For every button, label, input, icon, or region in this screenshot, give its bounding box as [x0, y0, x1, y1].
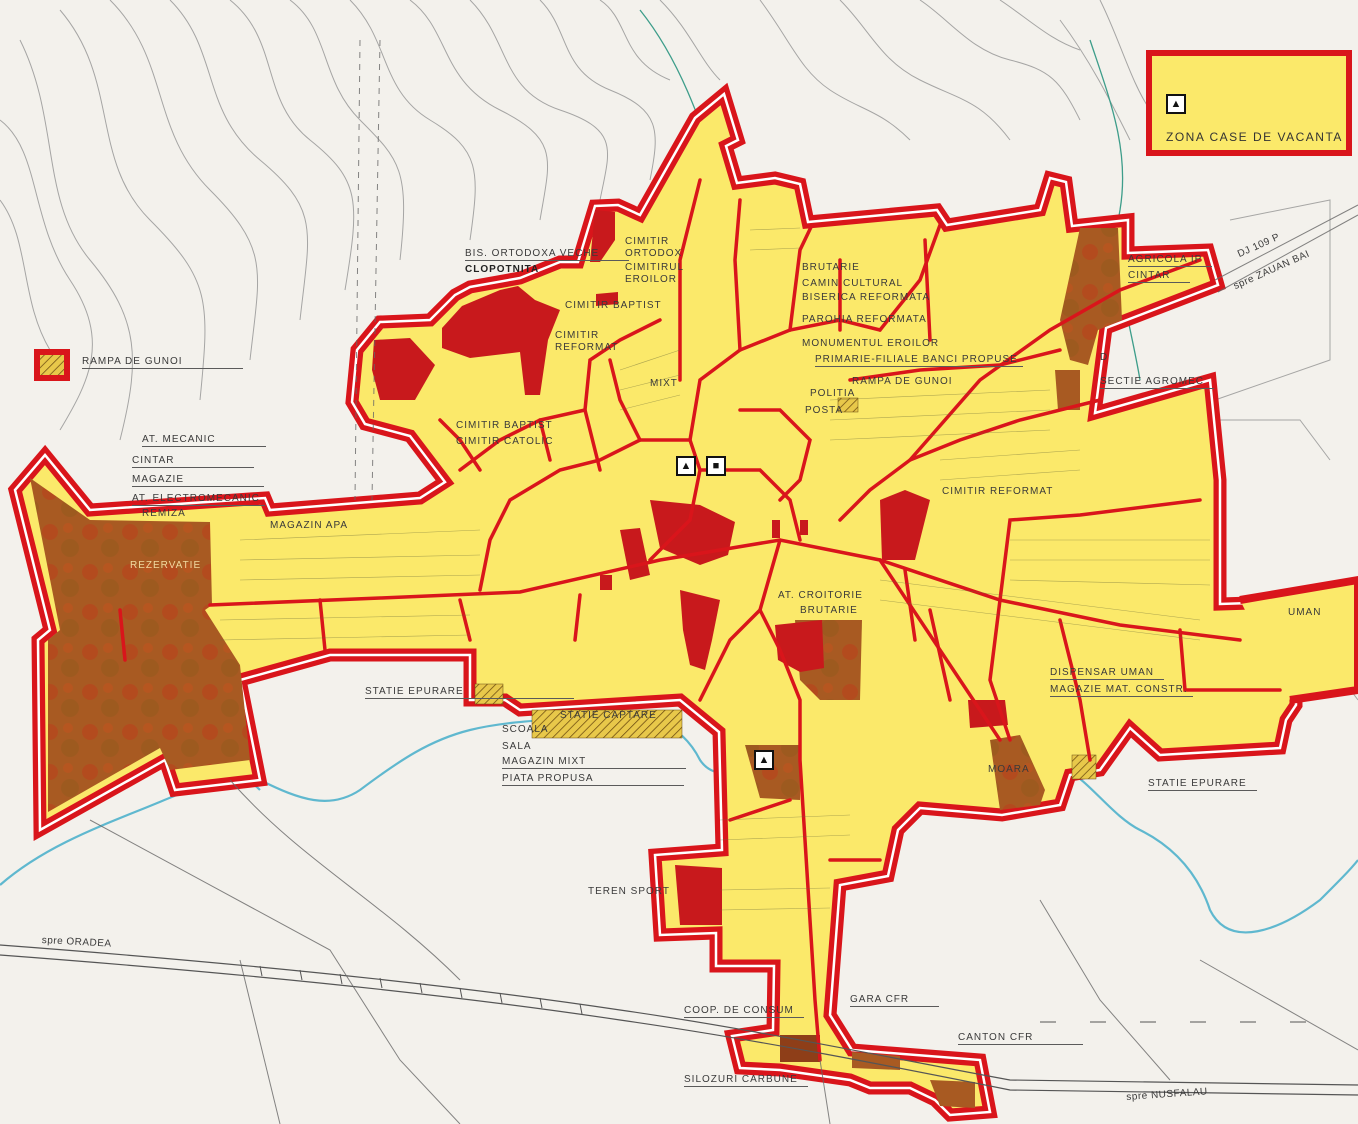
label-moara: MOARA [988, 764, 1030, 775]
label-bis-ortodoxa-veche: BIS. ORTODOXA VECHE [465, 248, 630, 261]
label-at-mecanic: AT. MECANIC [142, 434, 266, 447]
triangle-icon: ▲ [1166, 94, 1186, 114]
locality-zone [7, 82, 1358, 1122]
label-primarie: PRIMARIE-FILIALE BANCI PROPUSE [815, 354, 1023, 367]
dark-red-blocks [372, 210, 1008, 925]
label-remiza: REMIZA [142, 508, 186, 519]
label-sala: SALA [502, 741, 532, 752]
label-cimitir-catolic: CIMITIR CATOLIC [456, 436, 554, 447]
street-network [118, 178, 1282, 1062]
label-piata-propusa: PIATA PROPUSA [502, 773, 684, 786]
label-cimitir-baptist-n: CIMITIR BAPTIST [565, 300, 662, 311]
triangle-icon[interactable]: ▲ [676, 456, 696, 476]
legend-label: ZONA CASE DE VACANTA [1166, 130, 1343, 144]
hatched-plots [34, 349, 1097, 780]
label-rampa-gunoi-center: RAMPA DE GUNOI [852, 376, 953, 387]
railway-ties [259, 965, 583, 1015]
label-cintar-e: CINTAR [1128, 270, 1191, 283]
label-statie-epurare-w: STATIE EPURARE [365, 686, 574, 699]
label-uman-e: UMAN [1288, 607, 1322, 618]
label-magazie: MAGAZIE [132, 474, 265, 487]
label-clopotnita: CLOPOTNITA [465, 264, 540, 275]
label-monumentul-eroilor: MONUMENTUL EROILOR [802, 338, 940, 349]
label-d-letter: D [1100, 352, 1109, 363]
plot-lines [219, 227, 1211, 911]
label-coop-consum: COOP. DE CONSUM [684, 1005, 804, 1018]
legend-box: ▲ ZONA CASE DE VACANTA [1146, 50, 1352, 156]
label-posta: POSTA [805, 405, 844, 416]
triangle-icon[interactable]: ▲ [754, 750, 774, 770]
label-brutarie-n: BRUTARIE [802, 262, 860, 273]
label-sectie-agromec: SECTIE AGROMEC [1100, 376, 1215, 389]
label-mixt: MIXT [650, 378, 678, 389]
label-statie-epurare-e: STATIE EPURARE [1148, 778, 1257, 791]
locality-outline-inner [13, 91, 1298, 1117]
label-agricola: AGRICOLA IP [1128, 254, 1213, 267]
label-rampa-gunoi-w: RAMPA DE GUNOI [82, 356, 243, 369]
label-rezervatie: REZERVATIE [130, 560, 202, 571]
label-magazin-mixt: MAGAZIN MIXT [502, 756, 687, 769]
label-camin-cultural: CAMIN CULTURAL [802, 278, 904, 289]
label-canton-cfr: CANTON CFR [958, 1032, 1084, 1045]
label-at-croitorie: AT. CROITORIE [778, 590, 863, 601]
square-icon[interactable]: ■ [706, 456, 726, 476]
label-biserica-reformata: BISERICA REFORMATA [802, 292, 931, 303]
label-cimitir-baptist-w: CIMITIR BAPTIST [456, 420, 553, 431]
label-silozuri-carbune: SILOZURI CARBUNE [684, 1074, 808, 1087]
label-gara-cfr: GARA CFR [850, 994, 940, 1007]
external-roads [89, 39, 1358, 1124]
label-statie-captare: STATIE CAPTARE [560, 710, 657, 721]
label-teren-sport: TEREN SPORT [588, 886, 670, 897]
label-at-electromecanic: AT. ELECTROMECANIC [132, 493, 265, 506]
rezervatie-zone [30, 478, 250, 812]
label-dispensar-uman: DISPENSAR UMAN [1050, 667, 1165, 680]
label-parohia-reformata: PAROHIA REFORMATA [802, 314, 927, 325]
label-cimitir-reformat-w: CIMITIR REFORMAT [555, 330, 619, 353]
label-scoala: SCOALA [502, 724, 549, 735]
label-cimitirul-eroilor: CIMITIRUL EROILOR [625, 262, 684, 285]
label-magazin-apa: MAGAZIN APA [270, 520, 349, 531]
label-cintar-w: CINTAR [132, 455, 255, 468]
railway [0, 944, 1358, 1096]
label-brutarie-s: BRUTARIE [800, 605, 858, 616]
label-cimitir-reformat-e: CIMITIR REFORMAT [942, 486, 1054, 497]
label-politia: POLITIA [810, 388, 856, 399]
label-cimitir-ortodox: CIMITIR ORTODOX [625, 236, 683, 259]
label-magazie-mat-constr: MAGAZIE MAT. CONSTR. [1050, 684, 1193, 697]
